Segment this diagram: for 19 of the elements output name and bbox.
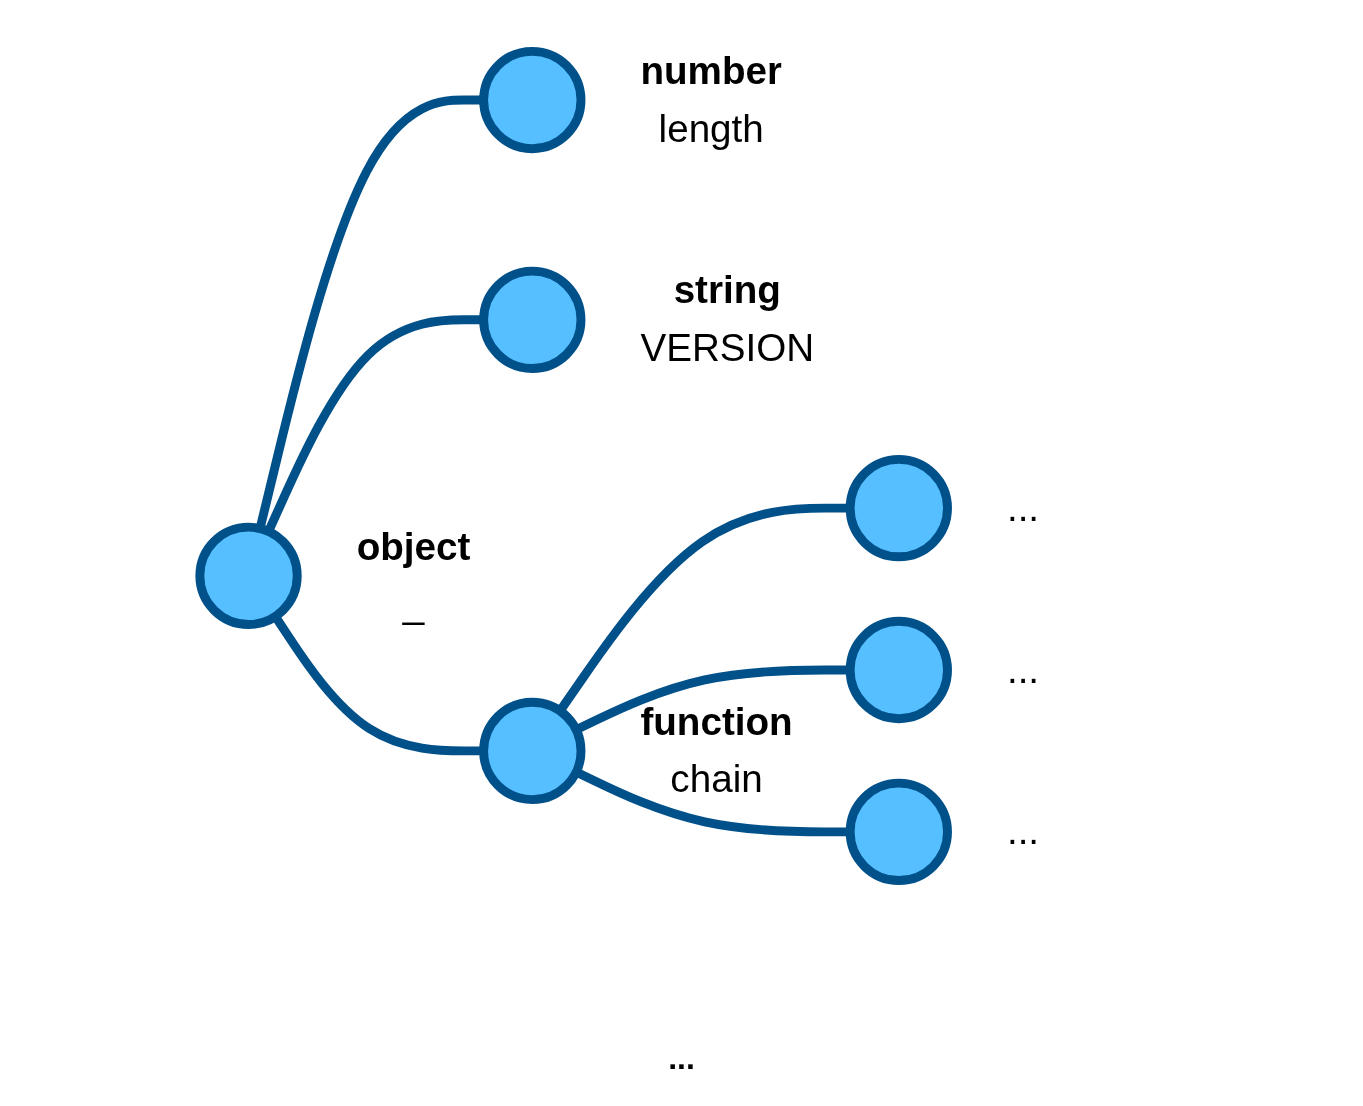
ellipsis-note: ...	[668, 1040, 695, 1076]
node-label: function	[640, 698, 793, 744]
node-circle	[478, 266, 586, 373]
node-circle	[478, 46, 586, 154]
node-circle	[478, 697, 586, 805]
node-label: number	[640, 48, 782, 93]
node-circle	[845, 454, 952, 562]
node-label: VERSION	[640, 325, 814, 371]
node-circle	[845, 616, 952, 724]
node-label: object	[356, 523, 470, 569]
node-label: ...	[1006, 646, 1039, 692]
node-circle	[845, 778, 952, 885]
node-label: _	[402, 581, 424, 627]
node-label: ...	[1006, 485, 1039, 530]
node-label: string	[673, 267, 781, 313]
node-label: chain	[669, 756, 763, 802]
node-circle	[195, 522, 302, 629]
node-label: ...	[1006, 808, 1039, 854]
node-label: length	[658, 105, 764, 151]
